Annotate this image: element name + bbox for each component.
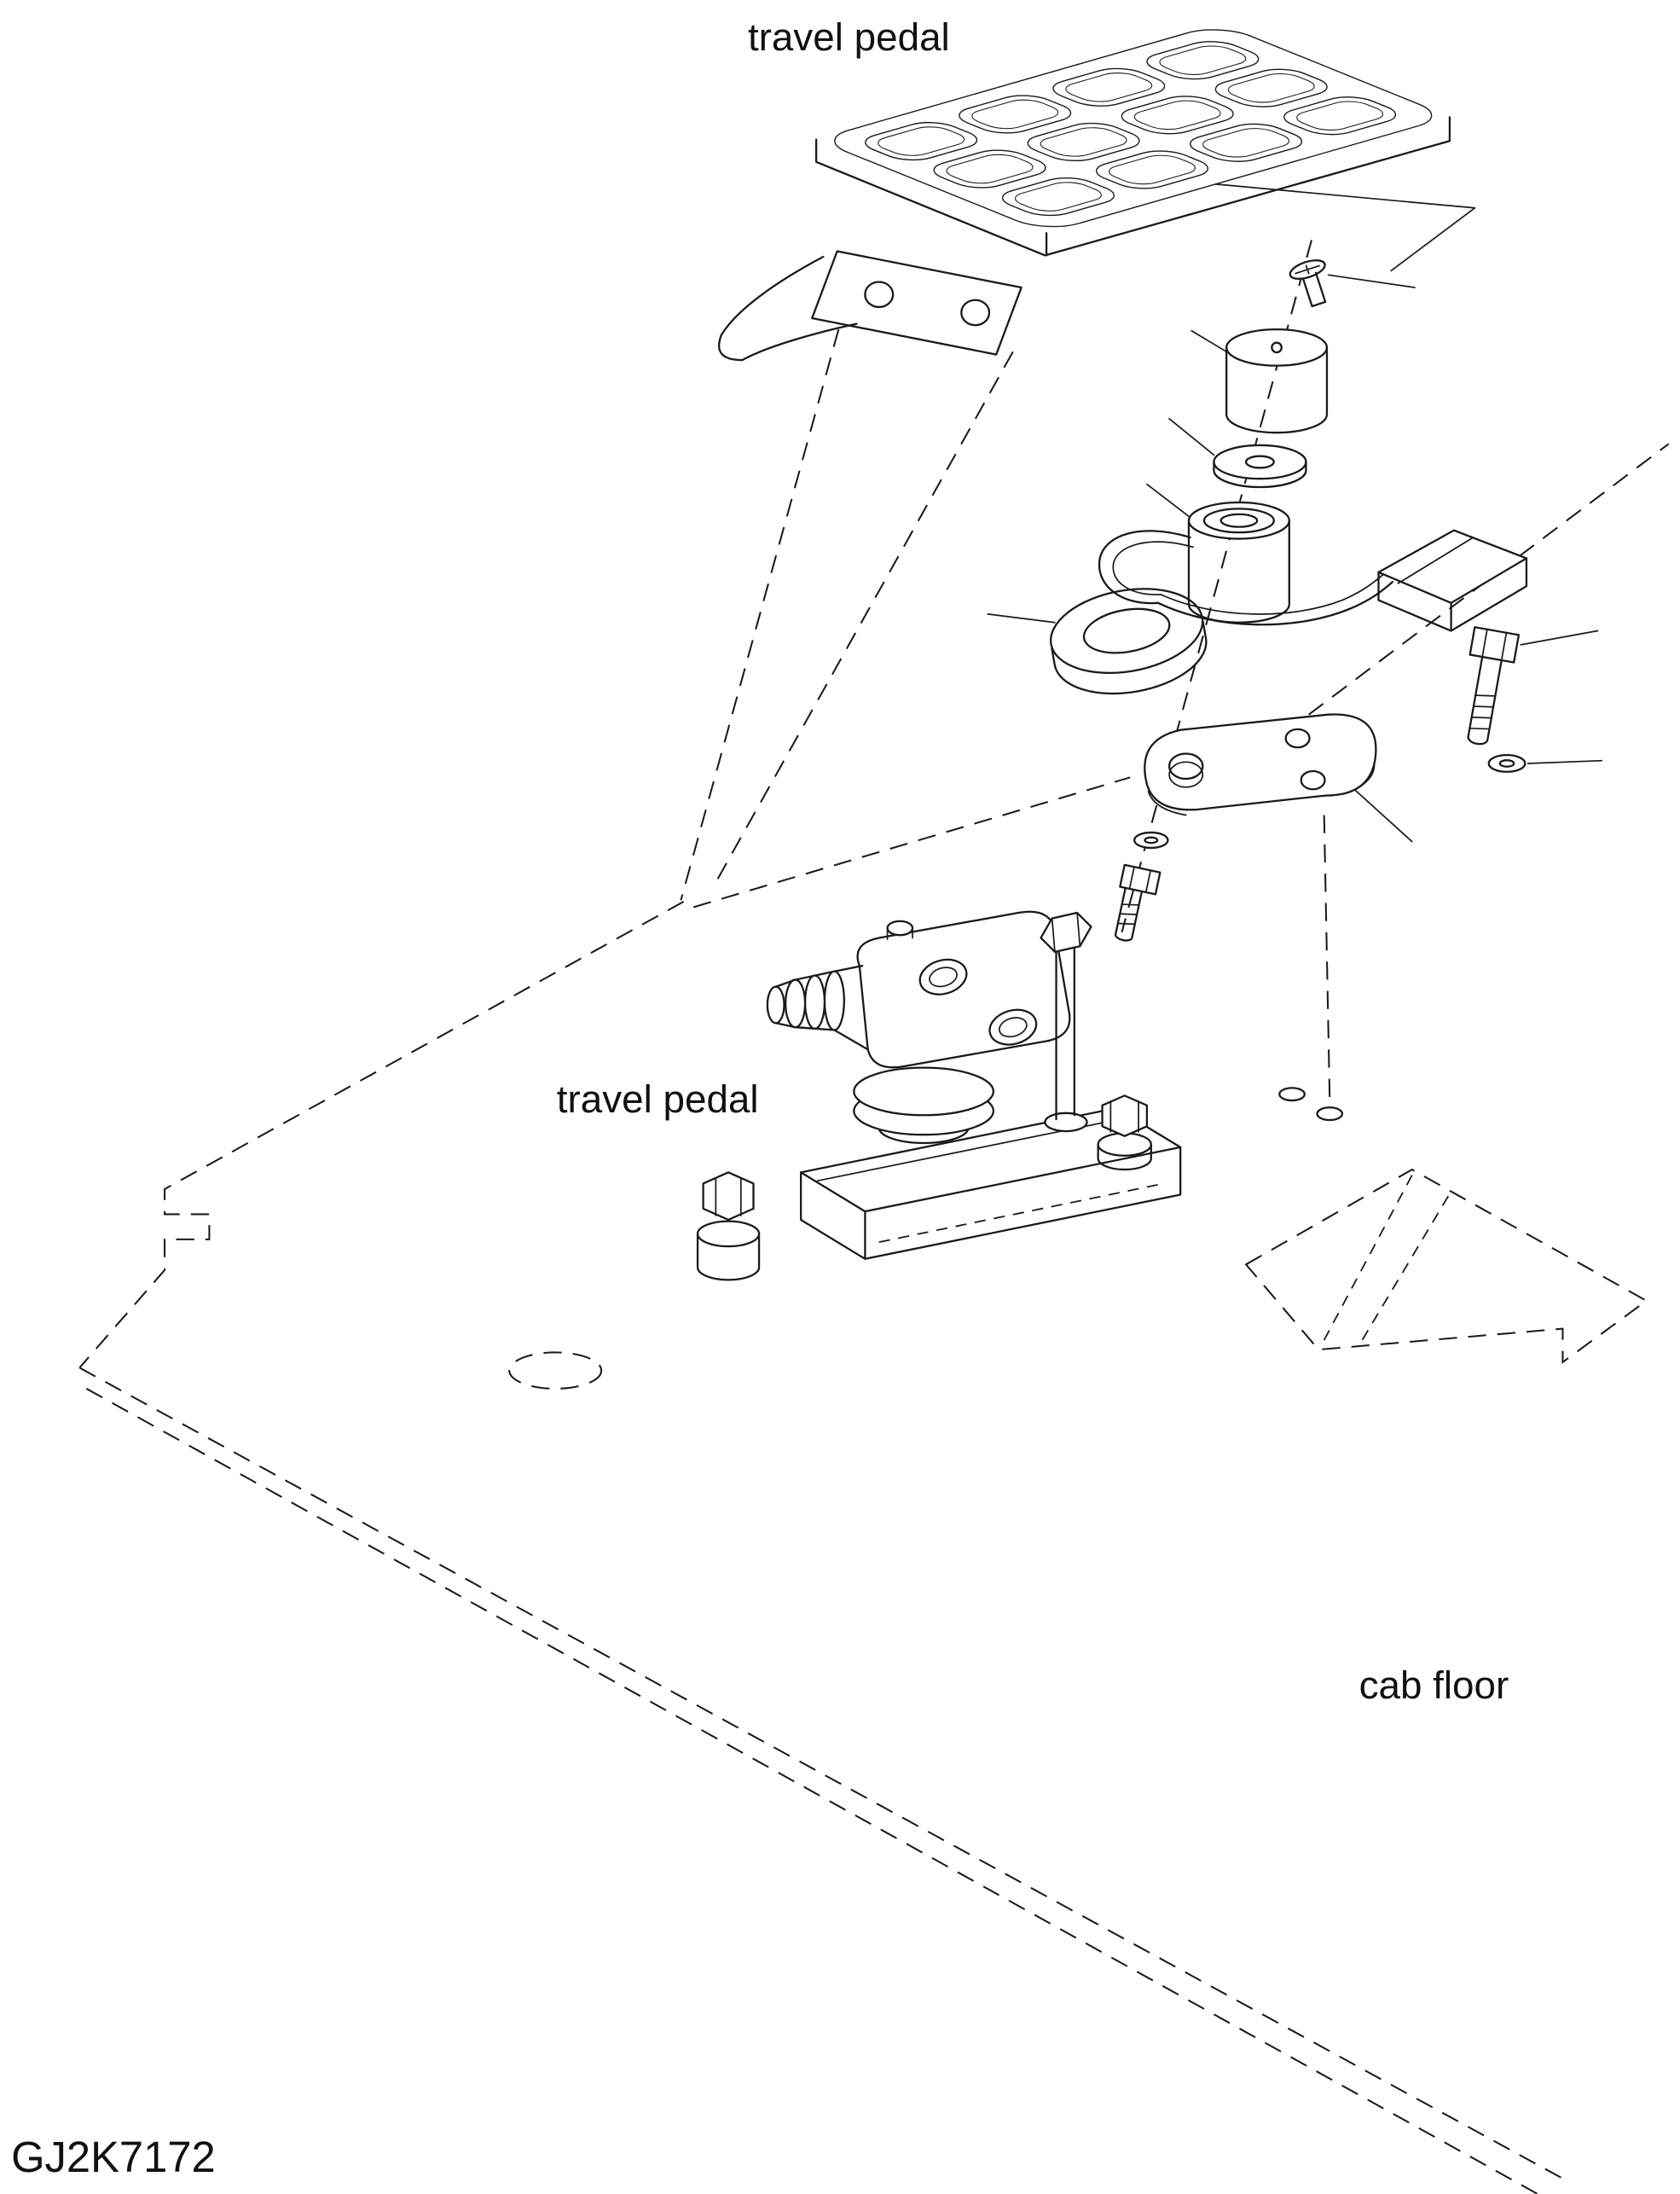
label-cab-floor: cab floor [1359,1663,1509,1707]
valve-long-bolt [1040,911,1092,1133]
valve-cartridge-left [766,965,869,1051]
floor-mount-hole-right [1316,1106,1344,1122]
hinge-hole-right [960,299,991,327]
base-bolt-left [696,1171,761,1281]
cable-connector [1377,529,1528,632]
valve-top-stub [886,920,914,937]
hex-bolt-right [1467,626,1521,746]
pedal-lever-arm [717,255,858,362]
solenoid-coil [1098,501,1394,626]
hinge-hole-left [864,281,895,309]
mounting-bracket [1144,713,1377,816]
washer-large [1213,444,1307,489]
hex-bolt-left [1115,863,1162,942]
grommet-ring [1049,588,1208,695]
label-travel-pedal-assembly: travel pedal [557,1077,759,1121]
label-drawing-code: GJ2K7172 [11,2133,216,2181]
pedal-face [816,24,1450,233]
cap [1225,328,1329,434]
pedal-stopper-parts [987,259,1603,1122]
floor-cutout [1244,1168,1648,1364]
base-bolt-right [1097,1094,1152,1171]
floor-hole [508,1351,603,1390]
valve-swivel-discs [853,1066,995,1145]
flat-head-screw [1289,259,1327,308]
cab-floor-outline [78,901,1648,2194]
floor-mount-hole-left [1278,1087,1306,1102]
pedal-pads [853,38,1408,219]
washer-small-left [1133,831,1169,850]
valve-body [856,910,1071,1069]
travel-pedal-top-assembly [717,24,1476,362]
travel-pedal-valve-assembly [696,910,1182,1281]
diagram-labels: travel pedal travel pedal cab floor GJ2K… [11,15,1509,2181]
valve-base-block [799,1106,1182,1260]
washer-small-right [1487,754,1526,773]
label-travel-pedal-top: travel pedal [748,15,950,59]
construction-lines [680,240,1670,1100]
pedal-hinge-plate [811,250,1022,356]
